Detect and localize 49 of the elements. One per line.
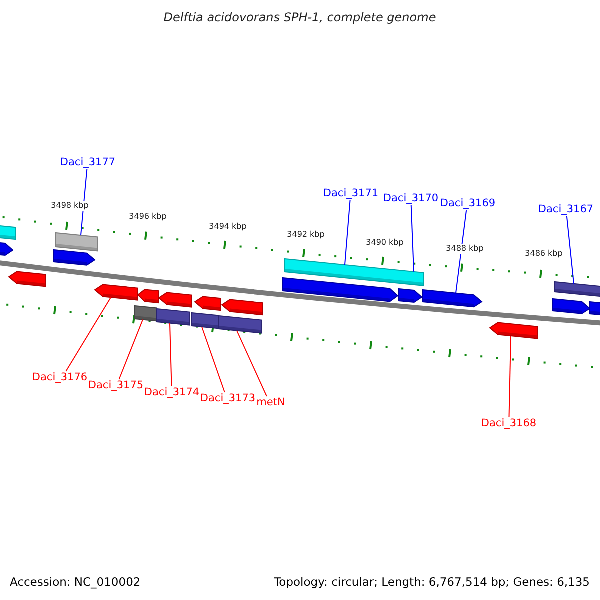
gene-feature [54,249,96,266]
leader-line [344,200,351,266]
leader-line [456,210,468,294]
leader-line [170,322,172,387]
scale-label: 3490 kbp [366,238,404,248]
gene-label: Daci_3173 [200,392,256,406]
gene-label: Daci_3175 [88,380,144,392]
gene-feature [398,288,423,304]
gene-feature [194,296,222,312]
leader-line [236,330,268,397]
gene-feature [489,322,538,340]
gene-feature [158,292,192,308]
scale-label: 3498 kbp [51,201,89,211]
scale-label: 3488 kbp [446,244,484,254]
feature-bar [554,281,600,298]
gene-label: Daci_3177 [60,156,116,170]
gene-feature [8,271,46,288]
scale-label: 3496 kbp [129,212,167,222]
leader-line [202,326,226,393]
leader-line [566,216,574,284]
leader-line [508,336,512,418]
scale-label: 3492 kbp [287,230,325,240]
feature-bar [192,312,220,330]
footer-text: Topology: circular; Length: 6,767,514 bp; Genes: 6,135 [274,577,590,587]
gene-label: Daci_3171 [323,188,379,200]
gene-feature [137,289,160,304]
leader-line [118,319,144,380]
feature-bar [218,315,262,334]
gene-label: Daci_3174 [144,386,200,400]
gene-feature [590,301,600,316]
leader-line [410,205,414,272]
gene-label: Daci_3167 [538,204,594,216]
feature-bar [284,258,424,286]
footer-text: Accession: NC_010002 [10,577,141,587]
gene-label: Daci_3170 [383,192,439,206]
gene-label: Daci_3168 [481,418,537,430]
feature-bar [134,305,158,322]
feature-bar [56,232,98,252]
feature-bar [0,224,16,240]
gene-feature [221,299,264,316]
feature-bar [156,308,190,326]
gene-label: metN [256,396,286,410]
gene-label: Daci_3169 [440,198,496,210]
gene-label: Daci_3176 [32,372,88,384]
scale-label: 3486 kbp [525,249,563,259]
leader-line [66,297,112,372]
diagram-title: Delftia acidovorans SPH-1, complete genome [164,12,436,24]
scale-label: 3494 kbp [209,222,247,232]
gene-feature [0,241,14,256]
